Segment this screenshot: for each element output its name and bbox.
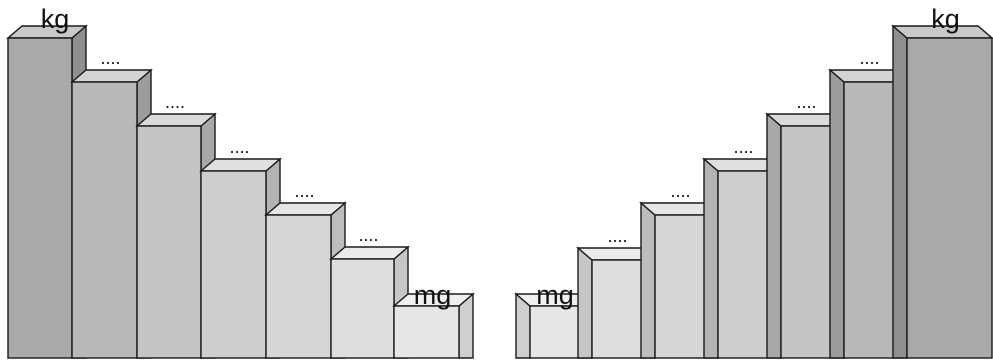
left-block-2-front-face: [72, 82, 137, 358]
left-block-6-front-face: [331, 259, 394, 358]
left-step-label-5: ....: [358, 225, 378, 245]
right-block-2-side-face: [578, 248, 592, 358]
left-block-1-front-face: [8, 38, 72, 358]
left-step-label-2: ....: [165, 92, 185, 112]
left-step-label-1: ....: [100, 48, 120, 68]
left-step-label-4: ....: [294, 181, 314, 201]
kg-label-right: kg: [931, 4, 960, 34]
right-step-label-5: ....: [859, 48, 879, 68]
left-block-7-front-face: [394, 306, 459, 358]
left-block-6-top-face: [331, 247, 408, 259]
right-step-label-4: ....: [796, 92, 816, 112]
right-step-label-3: ....: [733, 137, 753, 157]
descending-staircase-kg-to-mg: kg.................... mg: [8, 4, 473, 358]
right-block-7-front-face: [907, 38, 992, 358]
right-block-4-side-face: [704, 159, 718, 358]
right-block-7-side-face: [893, 26, 907, 358]
left-block-5-top-face: [266, 203, 345, 215]
kg-label-left: kg: [41, 4, 70, 34]
mg-label-left: mg: [414, 280, 452, 310]
right-step-label-1: ....: [607, 226, 627, 246]
left-step-label-3: ....: [229, 137, 249, 157]
right-block-7: [893, 26, 992, 358]
left-block-2-top-face: [72, 70, 151, 82]
right-block-6-side-face: [830, 70, 844, 358]
left-block-4-front-face: [201, 171, 266, 358]
right-step-label-2: ....: [670, 181, 690, 201]
right-block-5-side-face: [767, 114, 781, 358]
mg-label-right: mg: [536, 280, 574, 310]
right-block-3-side-face: [641, 203, 655, 358]
left-block-4-top-face: [201, 159, 280, 171]
left-block-3-top-face: [137, 114, 215, 126]
ascending-staircase-mg-to-kg: mg.................... kg: [516, 4, 992, 358]
left-block-5-front-face: [266, 215, 331, 358]
left-block-3-front-face: [137, 126, 201, 358]
